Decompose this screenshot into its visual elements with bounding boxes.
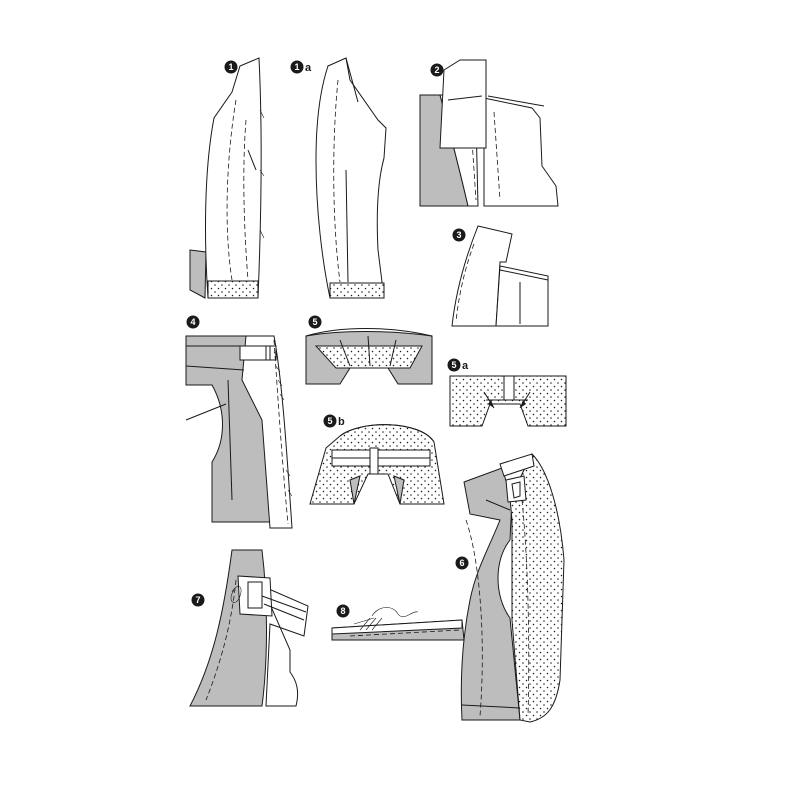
- step-5b-suffix: b: [338, 416, 345, 428]
- step-3-badge: [452, 228, 466, 242]
- step-2-badge: [430, 63, 444, 77]
- step-5a-suffix: a: [462, 360, 469, 372]
- step-2-illustration: [419, 59, 559, 207]
- step-3-number: 3: [456, 230, 461, 240]
- step-7-number: 7: [195, 595, 200, 605]
- step-1-number: 1: [228, 62, 233, 72]
- step-4-number: 4: [190, 317, 195, 327]
- step-6-number: 6: [459, 558, 464, 568]
- step-5a-number: 5: [451, 360, 456, 370]
- step-1a-suffix: a: [305, 62, 312, 74]
- step-5-number: 5: [312, 317, 317, 327]
- step-4-illustration: [185, 335, 293, 529]
- step-5-badge: [308, 315, 322, 329]
- step-5b-badge: [323, 414, 337, 428]
- step-5a-illustration: [449, 375, 567, 427]
- step-1a-number: 1: [294, 62, 299, 72]
- step-8-number: 8: [340, 606, 345, 616]
- step-5-illustration: [305, 328, 433, 385]
- step-2-number: 2: [434, 65, 439, 75]
- step-5b-illustration: [309, 424, 445, 505]
- step-1-badge: [224, 60, 238, 74]
- step-7-illustration: [189, 549, 309, 707]
- step-8-badge: [336, 604, 350, 618]
- step-6-badge: [455, 556, 469, 570]
- step-1-illustration: [189, 57, 265, 299]
- step-1a-badge: [290, 60, 304, 74]
- step-5b-number: 5: [327, 416, 332, 426]
- step-5a-badge: [447, 358, 461, 372]
- step-4-badge: [186, 315, 200, 329]
- step-6-illustration: [460, 453, 565, 723]
- step-8-illustration: [331, 607, 465, 641]
- step-3-illustration: [451, 225, 549, 327]
- step-1a-illustration: [315, 57, 387, 299]
- step-7-badge: [191, 593, 205, 607]
